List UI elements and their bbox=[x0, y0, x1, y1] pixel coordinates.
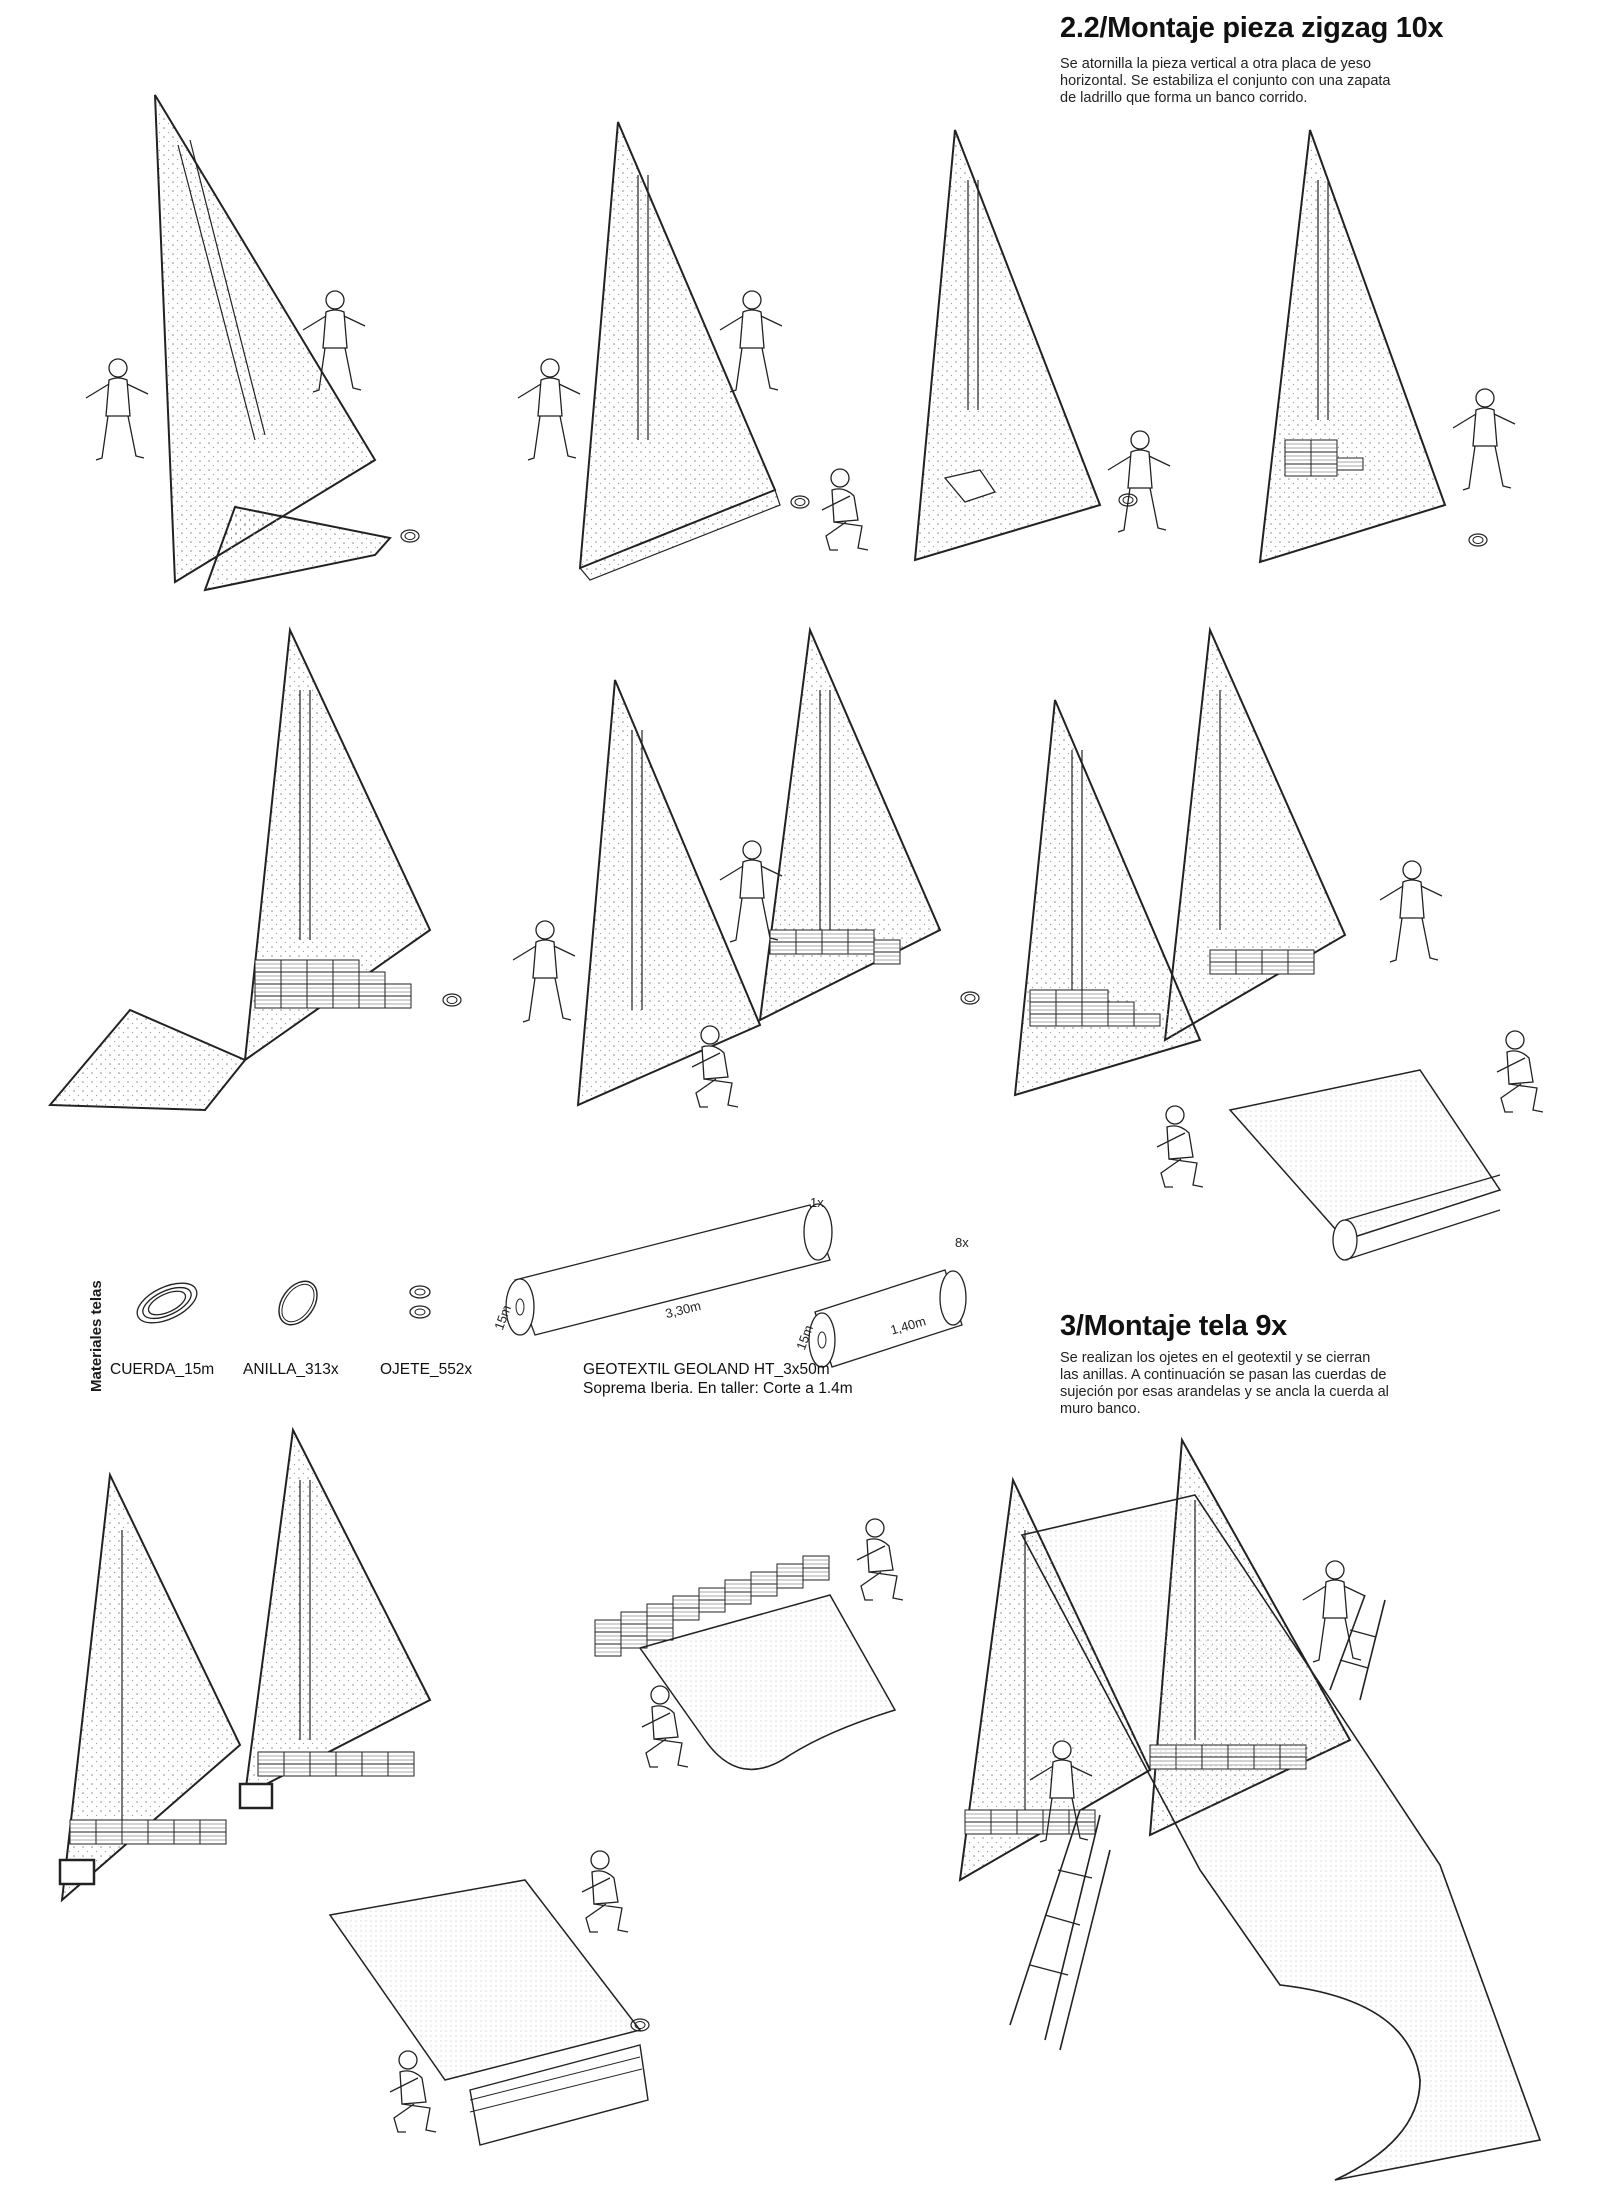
roll-small-count: 8x bbox=[955, 1235, 969, 1250]
ladder-back bbox=[1329, 1594, 1386, 1701]
section-2-2-title: 2.2/Montaje pieza zigzag 10x bbox=[1060, 12, 1444, 44]
description-line: horizontal. Se estabiliza el conjunto co… bbox=[1060, 73, 1391, 89]
eyelet-label: OJETE_552x bbox=[380, 1361, 473, 1378]
step-3-footing-start bbox=[913, 129, 1171, 562]
materials-illustrations bbox=[136, 1203, 967, 1368]
description-line: las anillas. A continuación se pasan las… bbox=[1060, 1367, 1387, 1383]
description-line: Se realizan los ojetes en el geotextil y… bbox=[1060, 1350, 1371, 1366]
description-line: muro banco. bbox=[1060, 1401, 1141, 1417]
section-3-description: Se realizan los ojetes en el geotextil y… bbox=[1060, 1350, 1460, 1418]
section-3-title: 3/Montaje tela 9x bbox=[1060, 1310, 1287, 1342]
geotextile-label: GEOTEXTIL GEOLAND HT_3x50m bbox=[583, 1361, 830, 1378]
geotextile-supplier: Soprema Iberia. En taller: Corte a 1.4m bbox=[583, 1380, 853, 1397]
description-line: sujeción por esas arandelas y se ancla l… bbox=[1060, 1384, 1389, 1400]
step-7-geotextile-unroll bbox=[1013, 626, 1544, 1261]
roll-large-count: 1x bbox=[810, 1195, 824, 1210]
materials-heading: Materiales telas bbox=[88, 1280, 105, 1392]
step-8-fabric-installed bbox=[58, 1426, 650, 2146]
rope-coil-icon bbox=[136, 1282, 198, 1324]
ring-icon bbox=[278, 1280, 318, 1326]
step-10-fabric-tensioning bbox=[958, 1436, 1542, 2181]
section-2-2-description: Se atornilla la pieza vertical a otra pl… bbox=[1060, 56, 1460, 107]
step-6-second-panel-raise bbox=[512, 626, 980, 1108]
geotextile-roll-small bbox=[808, 1269, 967, 1368]
geotextile-roll-large bbox=[505, 1203, 833, 1336]
step-2-panel-screw bbox=[517, 121, 869, 581]
ladder-front bbox=[1009, 1809, 1111, 2051]
ring-label: ANILLA_313x bbox=[243, 1361, 339, 1378]
eyelet-icon bbox=[409, 1285, 431, 1319]
description-line: Se atornilla la pieza vertical a otra pl… bbox=[1060, 56, 1372, 72]
step-9-eyelets-on-fabric bbox=[594, 1518, 904, 1771]
step-1-panel-lift bbox=[85, 94, 420, 592]
rope-label: CUERDA_15m bbox=[110, 1361, 215, 1378]
description-line: de ladrillo que forma un banco corrido. bbox=[1060, 90, 1308, 106]
step-5-first-footing-complete bbox=[47, 626, 462, 1112]
step-4-footing-stack bbox=[1258, 129, 1516, 564]
